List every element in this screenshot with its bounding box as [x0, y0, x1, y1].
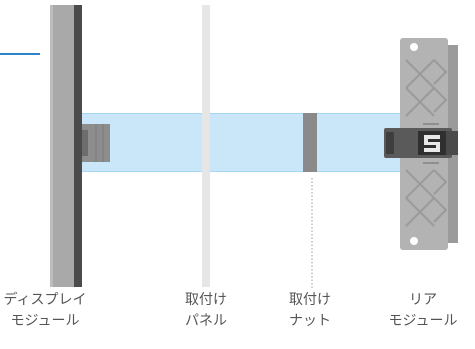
label-display-module-line2: モジュール [10, 313, 80, 329]
label-rear-module: リア モジュール [378, 290, 468, 332]
label-mounting-panel-line2: パネル [185, 313, 227, 329]
label-mounting-nut-line2: ナット [289, 313, 331, 329]
label-mounting-panel-line1: 取付け [185, 292, 227, 308]
rear-module-hole-bottom [410, 237, 418, 245]
display-module-edge-highlight [50, 5, 53, 287]
label-rear-module-line1: リア [409, 292, 437, 308]
rear-module [384, 38, 458, 250]
rear-module-lower-vents [405, 169, 448, 227]
rear-module-hole-top [410, 43, 418, 51]
exploded-assembly-diagram [0, 5, 458, 288]
label-mounting-nut-line1: 取付け [289, 292, 331, 308]
label-mounting-nut: 取付け ナット [265, 290, 355, 332]
label-display-module-line1: ディスプレイ [3, 292, 87, 308]
rear-module-logo-mark [423, 162, 439, 164]
display-module-boss-step [82, 130, 88, 156]
mounting-path-highlight [80, 113, 410, 172]
display-module-body [50, 5, 74, 287]
rear-module-upper-vents [405, 59, 448, 117]
display-module-face [74, 5, 82, 287]
display-module [50, 5, 110, 287]
rear-module-connector-latch [446, 131, 458, 155]
mounting-nut [303, 113, 317, 172]
rear-module-connector-logo [424, 135, 440, 152]
label-display-module: ディスプレイ モジュール [0, 290, 90, 332]
label-mounting-panel: 取付け パネル [161, 290, 251, 332]
rear-module-connector-tab [386, 132, 394, 154]
label-rear-module-line2: モジュール [388, 313, 458, 329]
mounting-panel [202, 5, 210, 287]
rear-module-logo-mark [423, 123, 439, 125]
